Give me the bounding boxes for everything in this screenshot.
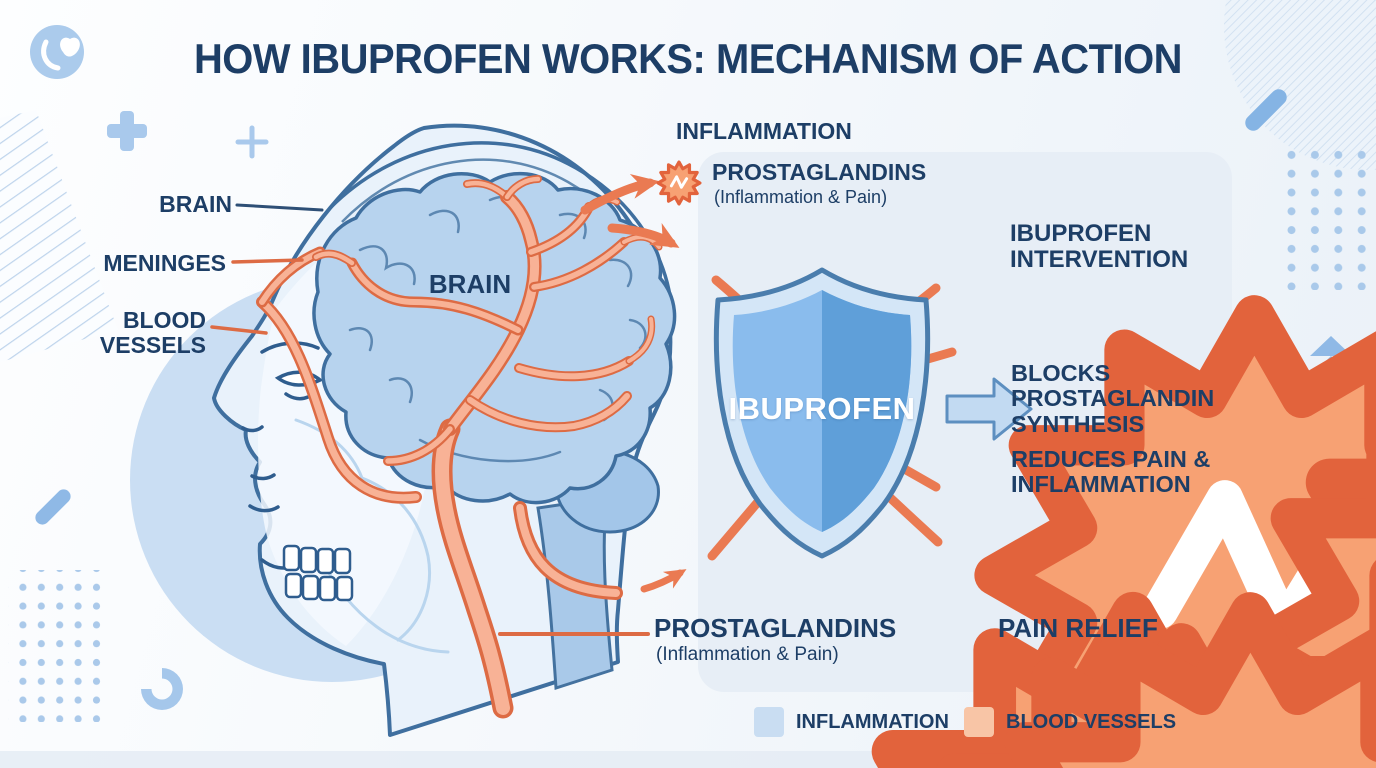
- arrow-icon: [640, 569, 687, 593]
- face-features: [241, 341, 324, 570]
- legend-label-blood-vessels: BLOOD VESSELS: [1006, 710, 1177, 733]
- brain-inner-label: BRAIN: [428, 269, 512, 299]
- starburst-icon: [658, 162, 700, 204]
- inflammation-label: INFLAMMATION: [676, 118, 852, 144]
- leader-line: [210, 325, 268, 335]
- label-meninges: MENINGES: [103, 250, 226, 276]
- legend-label-inflammation: INFLAMMATION: [796, 710, 949, 733]
- prostaglandins-bottom-subtitle: (Inflammation & Pain): [656, 644, 839, 665]
- dots-pattern: [1286, 148, 1376, 290]
- leader-lines: [210, 203, 650, 636]
- shield-ibuprofen-label: IBUPROFEN: [728, 391, 916, 426]
- legend-swatch-blood-vessels: [964, 707, 994, 737]
- circle-decoration: [1224, 0, 1376, 170]
- pain-relief-label: PAIN RELIEF: [998, 613, 1158, 643]
- intervention-heading: IBUPROFEN INTERVENTION: [1010, 220, 1189, 273]
- arrow-icon: [607, 223, 680, 248]
- label-brain: BRAIN: [159, 191, 232, 217]
- legend-item-blood-vessels: BLOOD VESSELS: [964, 707, 1176, 737]
- arrow-icon: [580, 174, 660, 215]
- bar-decoration: [35, 489, 71, 525]
- bar-decoration: [1245, 89, 1287, 131]
- dots-pattern: [8, 570, 104, 722]
- head-illustration: [130, 123, 677, 737]
- effect-reduces-pain: REDUCES PAIN & INFLAMMATION: [1011, 446, 1211, 498]
- effect-blocks-synthesis: BLOCKS PROSTAGLANDIN SYNTHESIS: [1011, 360, 1215, 437]
- arc-decoration: [141, 668, 183, 710]
- medical-logo-icon: [30, 25, 84, 79]
- legend-swatch-inflammation: [754, 707, 784, 737]
- hatch-decoration: [0, 110, 118, 362]
- prostaglandins-top-label: PROSTAGLANDINS: [712, 159, 927, 185]
- leader-line: [235, 203, 324, 212]
- page-title: HOW IBUPROFEN WORKS: MECHANISM OF ACTION: [193, 35, 1183, 82]
- label-blood-vessels: BLOOD VESSELS: [99, 307, 206, 358]
- blue-arrow-icon: [945, 377, 1033, 441]
- prostaglandins-top-subtitle: (Inflammation & Pain): [714, 187, 888, 207]
- plus-icon: [107, 111, 147, 151]
- plus-icon: [235, 125, 269, 159]
- leader-line: [231, 258, 304, 264]
- prostaglandins-bottom-label: PROSTAGLANDINS: [654, 613, 897, 643]
- legend-item-inflammation: INFLAMMATION: [754, 707, 949, 737]
- teeth: [282, 544, 354, 602]
- brain-shape: [312, 171, 677, 505]
